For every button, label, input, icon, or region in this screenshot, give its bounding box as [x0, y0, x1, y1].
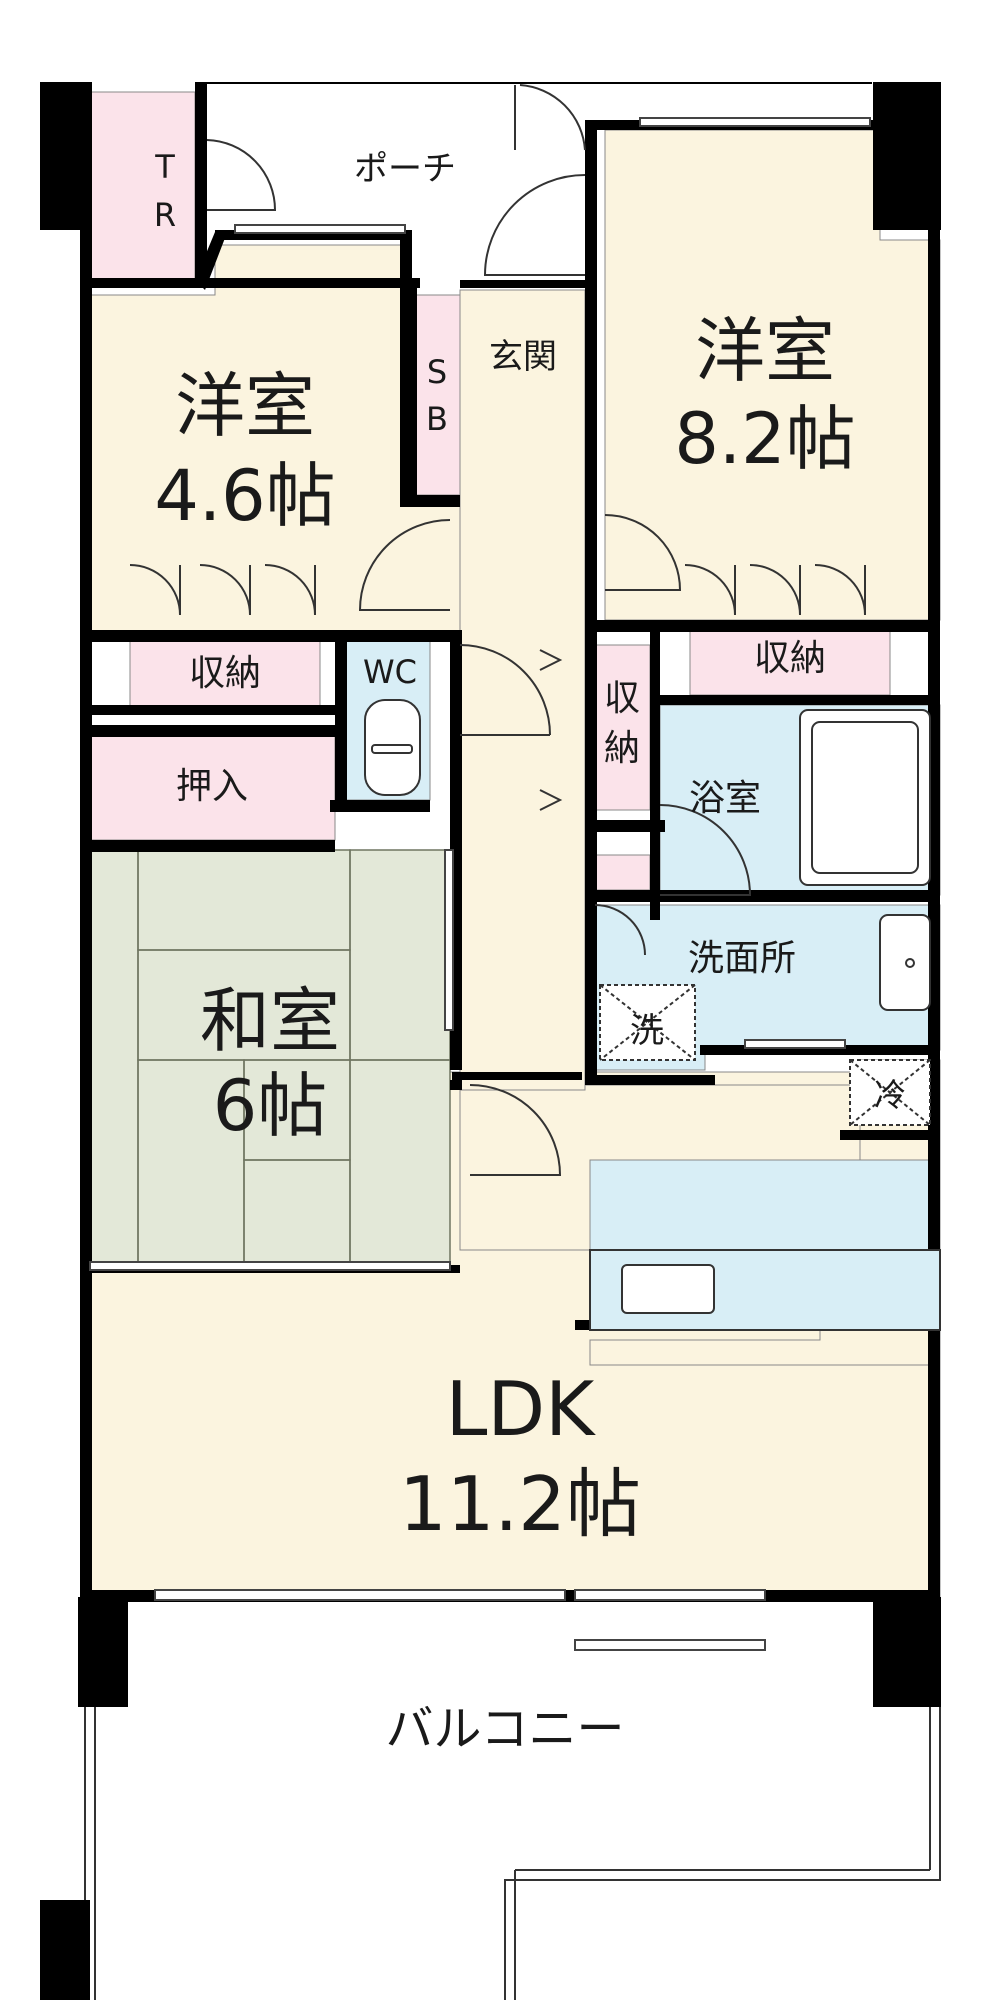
- entrance-label: 玄関: [489, 337, 557, 377]
- sb-label-s: S: [427, 353, 447, 391]
- storage-1-floor: [129, 639, 321, 711]
- washroom-label: 洗面所: [688, 938, 796, 979]
- sink-icon: [879, 914, 931, 1011]
- sb-floor: [414, 294, 461, 496]
- japanese-room-size: 6帖: [213, 1065, 328, 1147]
- western-room-2-name: 洋室: [695, 310, 835, 392]
- small-cupboard-floor: [594, 854, 651, 891]
- storage-2-label: 収納: [754, 638, 826, 679]
- western-room-1-size: 4.6帖: [154, 455, 335, 537]
- hallway-floor: [459, 289, 586, 1091]
- kitchen-sink-icon: [621, 1264, 715, 1314]
- windows: [89, 117, 871, 1651]
- japanese-room-name: 和室: [200, 980, 340, 1062]
- tr-floor: [89, 91, 196, 283]
- storage-hall-floor: [594, 644, 651, 811]
- sb-label-b: B: [426, 400, 448, 438]
- balcony-label: バルコニー: [385, 1701, 624, 1757]
- ldk-size: 11.2帖: [399, 1460, 641, 1548]
- bathroom-label: 浴室: [689, 778, 761, 819]
- balcony: [84, 1639, 941, 2000]
- ldk-name: LDK: [446, 1365, 597, 1453]
- tr-label-r: R: [154, 196, 176, 234]
- labels: ポーチ T R S B 玄関 洋室 4.6帖 洋室 8.2帖 収納 収納 収 納…: [154, 148, 906, 1757]
- washer-label: 洗: [630, 1011, 664, 1051]
- western-room-2-size: 8.2帖: [674, 398, 855, 480]
- tr-label-t: T: [154, 148, 175, 186]
- fridge-label: 冷: [874, 1076, 906, 1114]
- western-room-1-name: 洋室: [175, 365, 315, 447]
- porch-label: ポーチ: [354, 149, 456, 189]
- door-swings: [129, 84, 866, 1176]
- storage-hall-label-1: 収: [604, 678, 640, 719]
- storage-hall-label-2: 納: [604, 728, 640, 769]
- wc-label: WC: [363, 653, 417, 691]
- oshiire-label: 押入: [176, 766, 248, 807]
- fixtures: [364, 699, 941, 1331]
- storage-1-label: 収納: [189, 653, 261, 694]
- japanese-room-floor: [89, 849, 451, 1266]
